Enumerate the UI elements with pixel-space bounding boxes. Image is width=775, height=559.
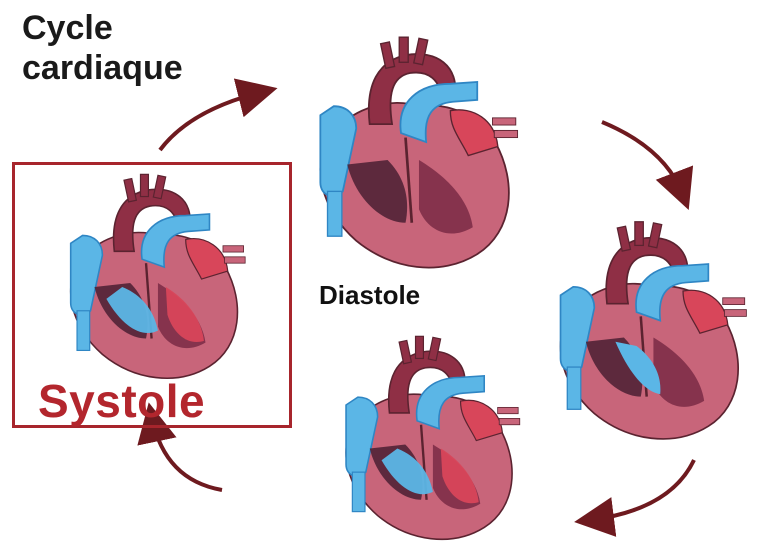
arrow-right-to-bottom (590, 460, 694, 520)
arrow-top-to-right (602, 122, 683, 195)
diastole-label: Diastole (319, 280, 420, 311)
heart-systole (20, 168, 280, 398)
arrow-systole-to-top (160, 92, 262, 150)
heart-top (275, 30, 545, 290)
systole-label: Systole (38, 374, 205, 428)
arrow-bottom-to-systole (152, 418, 222, 490)
heart-bottom (285, 330, 565, 559)
